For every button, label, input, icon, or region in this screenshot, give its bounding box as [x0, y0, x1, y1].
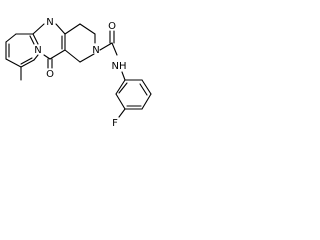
- bond: [55, 23, 66, 35]
- bond: [115, 93, 126, 110]
- bond: [20, 59, 35, 68]
- bond: [99, 42, 113, 51]
- atom-label-layer: N N N O O NH F: [34, 17, 126, 129]
- bond: [121, 71, 126, 81]
- bond: [118, 108, 126, 118]
- bond: [141, 79, 152, 95]
- bond: [32, 23, 45, 35]
- atom-label-o-ketone: O: [46, 69, 54, 80]
- atom-label-n-piperidine: N: [92, 45, 99, 56]
- bond: [64, 23, 81, 35]
- bond: [141, 93, 152, 110]
- bond: [118, 82, 128, 94]
- bond: [111, 42, 118, 56]
- bond: [64, 49, 81, 63]
- bond: [5, 58, 22, 68]
- bond: [33, 54, 39, 61]
- bond: [20, 57, 33, 65]
- bond: [79, 53, 95, 63]
- bond: [43, 54, 51, 60]
- bond: [49, 49, 66, 60]
- atom-label-f-fluoro: F: [112, 118, 118, 129]
- atom-label-nh-amide: NH: [112, 61, 127, 72]
- bond: [29, 35, 35, 45]
- bond: [139, 83, 148, 96]
- bond: [79, 23, 96, 35]
- atom-label-n-pyrimidine: N: [46, 17, 53, 28]
- atom-label-n-bridgehead: N: [34, 45, 41, 56]
- atom-label-o-amide: O: [108, 21, 116, 32]
- bond: [115, 79, 126, 95]
- molecule-figure: N N N O O NH F: [5, 17, 152, 129]
- bond-layer: [5, 23, 152, 118]
- bond: [32, 33, 39, 45]
- bond: [5, 33, 17, 43]
